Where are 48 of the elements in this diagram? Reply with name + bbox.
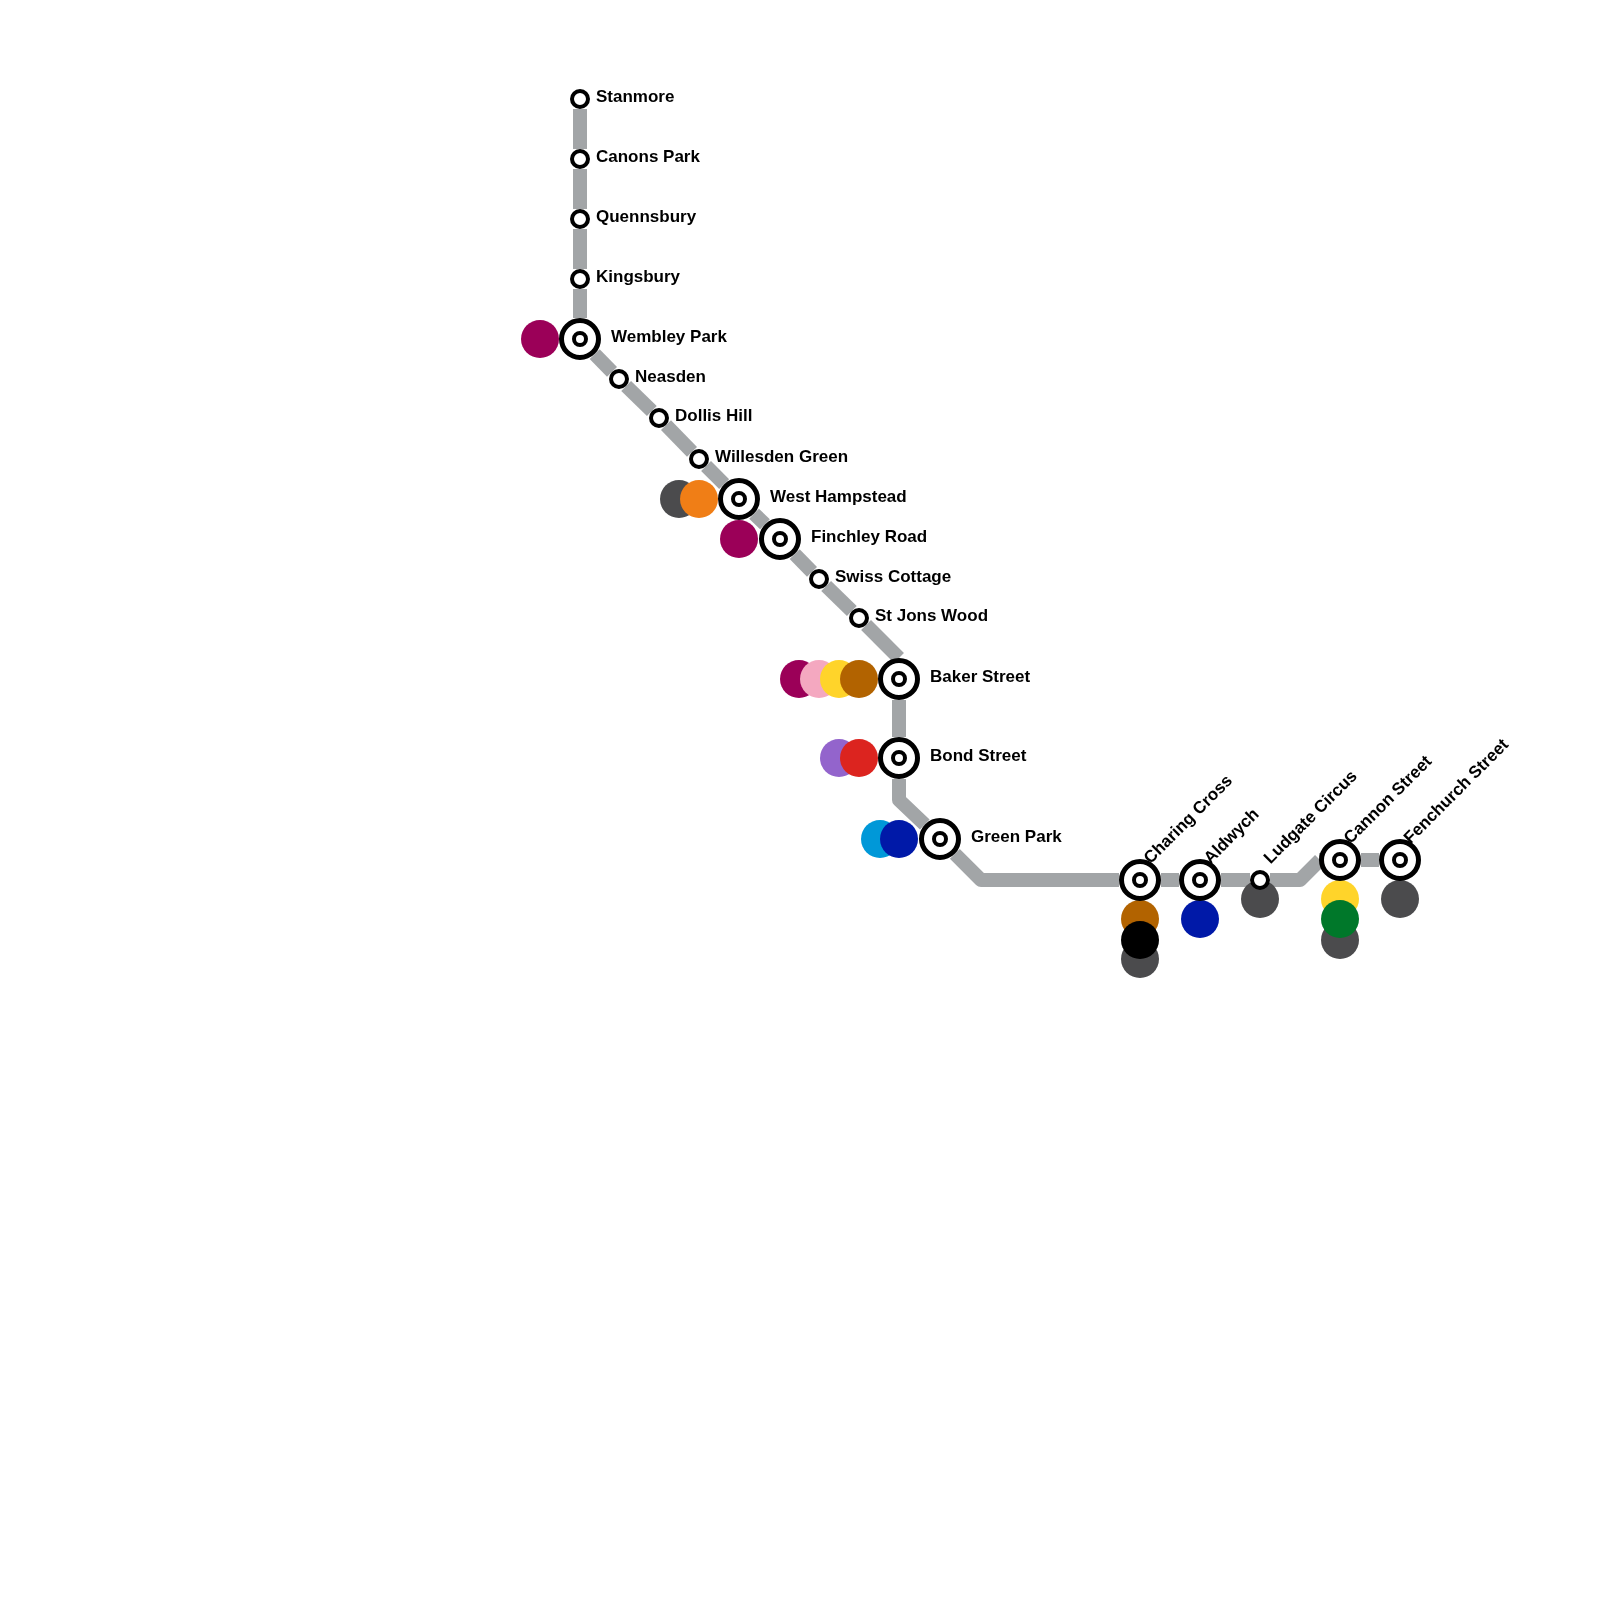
interchange-station-marker: [919, 818, 961, 860]
line-segment: [749, 508, 770, 530]
station-name: Quennsbury: [596, 207, 697, 227]
line-segment: [701, 461, 730, 490]
station-marker: [809, 569, 829, 589]
station-marker: [689, 449, 709, 469]
line-segment: [573, 289, 587, 318]
line-segment: [573, 109, 587, 149]
line-segment: [573, 169, 587, 209]
station-name: Finchley Road: [811, 527, 928, 547]
station-marker: [849, 608, 869, 628]
line-segment: [1361, 853, 1379, 867]
line-segment: [892, 700, 906, 737]
station-name: Willesden Green: [715, 447, 849, 467]
station-name: Green Park: [971, 827, 1062, 847]
station-marker: [649, 408, 669, 428]
line-segment: [589, 349, 618, 377]
station-name: Swiss Cottage: [835, 567, 952, 587]
line-segment: [621, 380, 657, 417]
station-name: Bond Street: [930, 746, 1027, 766]
line-segment: [573, 229, 587, 269]
station-marker: [570, 149, 590, 169]
station-name: Stanmore: [596, 87, 675, 107]
line-segment: [789, 549, 818, 577]
interchange-station-marker: [759, 518, 801, 560]
line-segment: [661, 420, 697, 457]
station-marker: [570, 269, 590, 289]
station-name: Canons Park: [596, 147, 700, 167]
station-name: Dollis Hill: [675, 406, 753, 426]
station-marker: [570, 209, 590, 229]
line-segment: [821, 580, 857, 617]
station-name: West Hampstead: [770, 487, 907, 507]
station-name: St Jons Wood: [875, 606, 988, 626]
line-segment: [1221, 873, 1250, 887]
station-name: Kingsbury: [596, 267, 681, 287]
interchange-station-marker: [878, 737, 920, 779]
station-marker: [570, 89, 590, 109]
station-name: Baker Street: [930, 667, 1031, 687]
station-marker: [609, 369, 629, 389]
line-segment: [892, 779, 930, 830]
interchange-station-marker: [718, 478, 760, 520]
line-segment: [1161, 873, 1179, 887]
station-name: Neasden: [635, 367, 706, 387]
interchange-station-marker: [878, 658, 920, 700]
line-segment: [949, 848, 1119, 887]
station-marker: [1250, 870, 1270, 890]
station-name: Wembley Park: [611, 327, 727, 347]
interchange-station-marker: [559, 318, 601, 360]
